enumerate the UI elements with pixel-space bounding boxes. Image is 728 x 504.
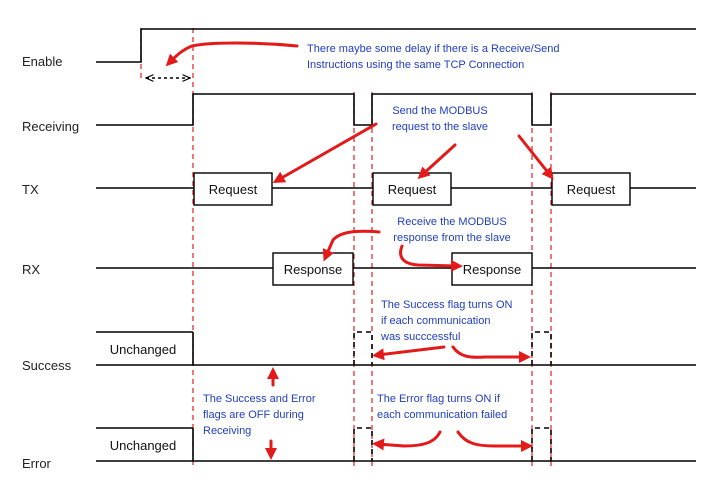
receiving-waveform [96,93,696,126]
tx-request-box-1 [193,172,273,206]
note-send-line-1: Send the MODBUS [392,105,487,117]
success-callout-arrow-right [451,345,531,363]
success-callout-arrow-left [372,345,446,361]
note-send-line-2: request to the slave [392,121,488,133]
note-receive-line-1: Receive the MODBUS [397,216,506,228]
tx-request-label-2: Request [388,182,437,197]
error-callout-arrow-left [372,430,442,451]
receive-callout-arrow-1 [322,229,381,262]
delay-callout-arrow [165,41,299,67]
error-pulse-1 [353,427,373,461]
tx-request-box-3 [551,172,631,206]
signal-label-success: Success [22,358,72,373]
signal-label-rx: RX [22,262,40,277]
note-error-line-2: each communication failed [377,409,507,421]
send-callout-arrow-3 [517,134,554,180]
tx-request-label-1: Request [209,182,258,197]
rx-response-box-2 [451,252,533,286]
note-success-line-3: was succcessful [380,331,460,343]
rx-response-box-1 [272,252,354,286]
note-off-line-2: flags are OFF during [203,409,304,421]
tx-request-box-2 [372,172,452,206]
receive-callout-arrow-2 [399,244,463,272]
send-callout-arrow-1 [272,122,378,183]
send-callout-arrow-2 [417,143,457,180]
note-off-line-3: Receiving [203,425,251,437]
rx-response-label-1: Response [284,262,343,277]
success-unchanged-label: Unchanged [110,342,177,357]
error-pulse-2 [531,427,552,461]
success-pulse-1 [353,331,373,365]
note-delay-line-2: Instructions using the same TCP Connecti… [307,59,524,71]
note-success-line-2: if each communication [381,315,490,327]
enable-waveform [96,28,696,63]
signal-label-receiving: Receiving [22,119,79,134]
rx-response-label-2: Response [463,262,522,277]
signal-label-tx: TX [22,182,39,197]
error-unchanged-label: Unchanged [110,438,177,453]
note-receive-line-2: response from the slave [393,232,510,244]
error-callout-arrow-right [456,430,533,452]
success-pulse-2 [531,331,552,365]
tx-request-label-3: Request [567,182,616,197]
note-delay-line-1: There maybe some delay if there is a Rec… [307,43,560,55]
note-error-line-1: The Error flag turns ON if [377,393,501,405]
signal-label-error: Error [22,456,52,471]
note-success-line-1: The Success flag turns ON [381,299,512,311]
note-off-line-1: The Success and Error [203,393,316,405]
signal-label-enable: Enable [22,54,62,69]
